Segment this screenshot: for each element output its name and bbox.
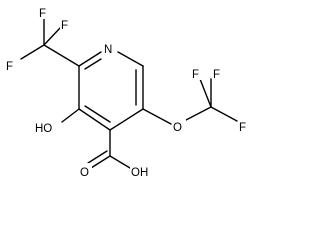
bond-n-c2 [78, 51, 102, 67]
fluorine-label-2: F [6, 61, 13, 73]
acid-hydroxyl-label: OH [131, 167, 148, 179]
bond-ocf3-f-left [199, 78, 212, 108]
trifluoromethoxy-group [142, 78, 238, 125]
bond-carboxyl-co-inner [87, 150, 108, 164]
ether-oxygen-label: O [173, 122, 182, 134]
bond-c2-cf3 [43, 44, 80, 67]
bond-carboxyl-co-outer [90, 155, 111, 169]
fluorine-label-6: F [239, 122, 246, 134]
fluorine-label-4: F [192, 69, 199, 81]
pyridine-ring [78, 51, 144, 131]
fluorine-label-1: F [39, 8, 46, 20]
bond-carboxyl-coh [109, 155, 131, 169]
hydroxyl-label: HO [35, 123, 52, 135]
fluorine-label-5: F [213, 69, 220, 81]
bond-ocf3-f-right [210, 106, 238, 122]
bond-c5-c4 [109, 108, 144, 131]
trifluoromethyl-group-left [20, 16, 80, 67]
fluorine-label-3: F [61, 20, 68, 32]
bond-c5-o [142, 108, 172, 125]
bond-cf3-f-right [43, 26, 62, 46]
bond-c3-oh [61, 108, 80, 123]
molecule-diagram: N F F F HO O F F F O OH [5, 5, 249, 179]
carbonyl-oxygen-label: O [80, 167, 89, 179]
bond-n-c2-inner [84, 58, 102, 70]
carboxylic-acid-group [87, 129, 131, 169]
bond-c4-c3-inner [84, 105, 111, 123]
structure-drawing: N F F F HO O F F F O OH [5, 5, 249, 179]
nitrogen-label: N [104, 44, 112, 56]
bond-n-c6 [117, 51, 144, 67]
bond-o-cf3 [185, 106, 212, 121]
atom-labels: N F F F HO O F F F O OH [5, 5, 249, 179]
bond-cf3-f-left [20, 44, 45, 60]
bond-c4-c3 [78, 108, 111, 131]
